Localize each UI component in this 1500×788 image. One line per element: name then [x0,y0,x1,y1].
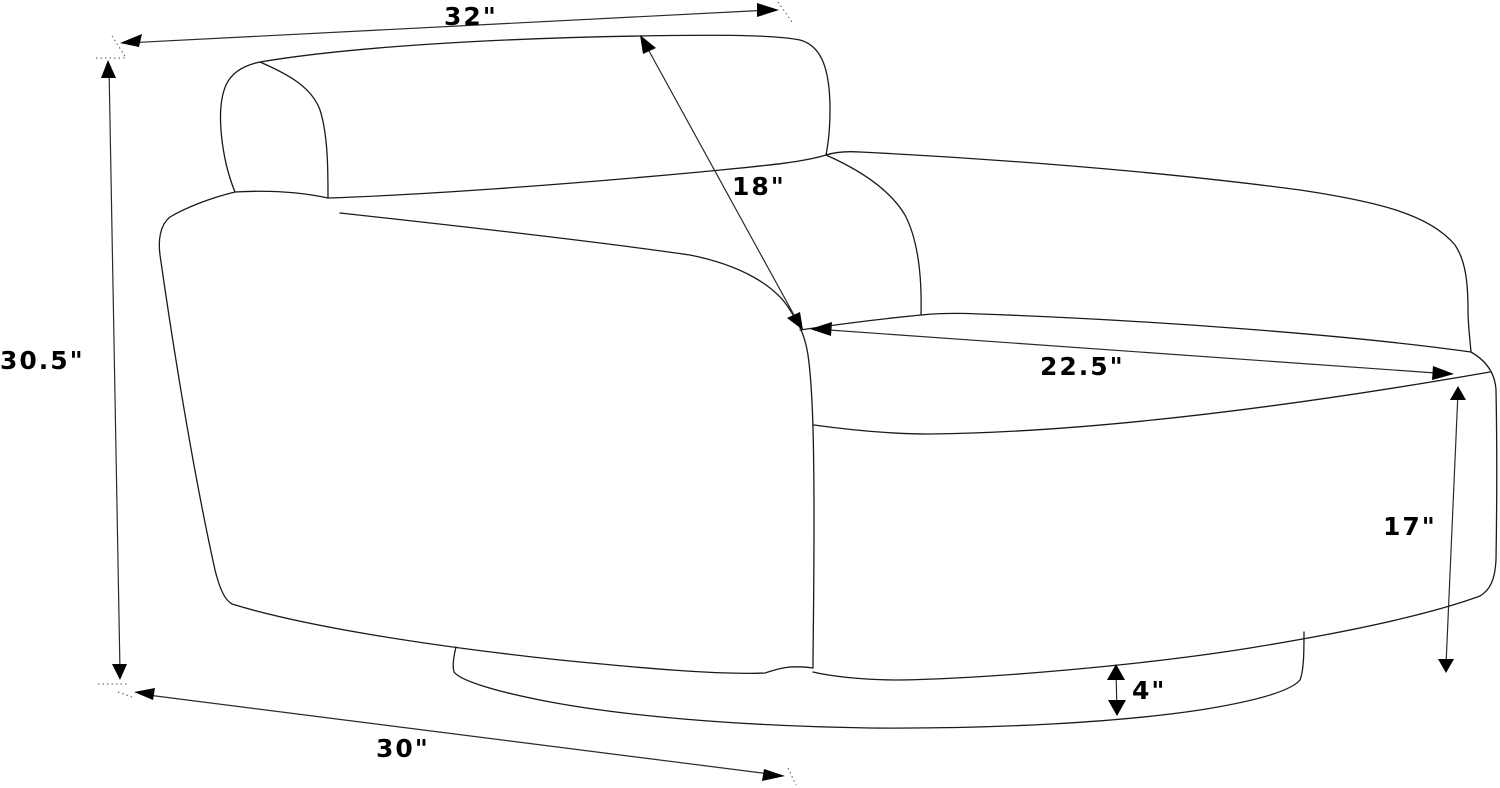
dim-seat-height [1438,386,1466,673]
dim-base-height [1107,664,1126,716]
label-seat-depth: 22.5" [1040,352,1125,381]
backrest-bolster-line [259,61,329,199]
label-overall-width: 32" [444,2,498,31]
dim-overall-height [101,60,127,680]
dim-overall-depth [134,688,785,781]
left-arm [158,190,814,674]
swivel-base [452,631,1305,729]
back-cushion-divider [825,154,922,316]
backrest-lower-edge [327,154,827,199]
dim-overall-width [120,3,779,47]
seat-front-edge [813,371,1491,435]
extension-lines [96,1,797,786]
label-overall-height: 30.5" [0,346,85,375]
label-backrest-height: 18" [732,172,786,201]
dim-backrest-height [640,35,803,330]
backrest-top [219,34,831,193]
seat-cushion-top [799,312,1472,353]
right-back-cushion [825,150,1472,353]
right-arm-front [812,351,1498,681]
label-base-height: 4" [1132,676,1167,705]
label-overall-depth: 30" [376,734,430,763]
left-arm-inner-line [339,212,815,669]
chair-outline [158,34,1498,729]
label-seat-height: 17" [1383,512,1437,541]
dim-seat-depth [810,322,1454,380]
